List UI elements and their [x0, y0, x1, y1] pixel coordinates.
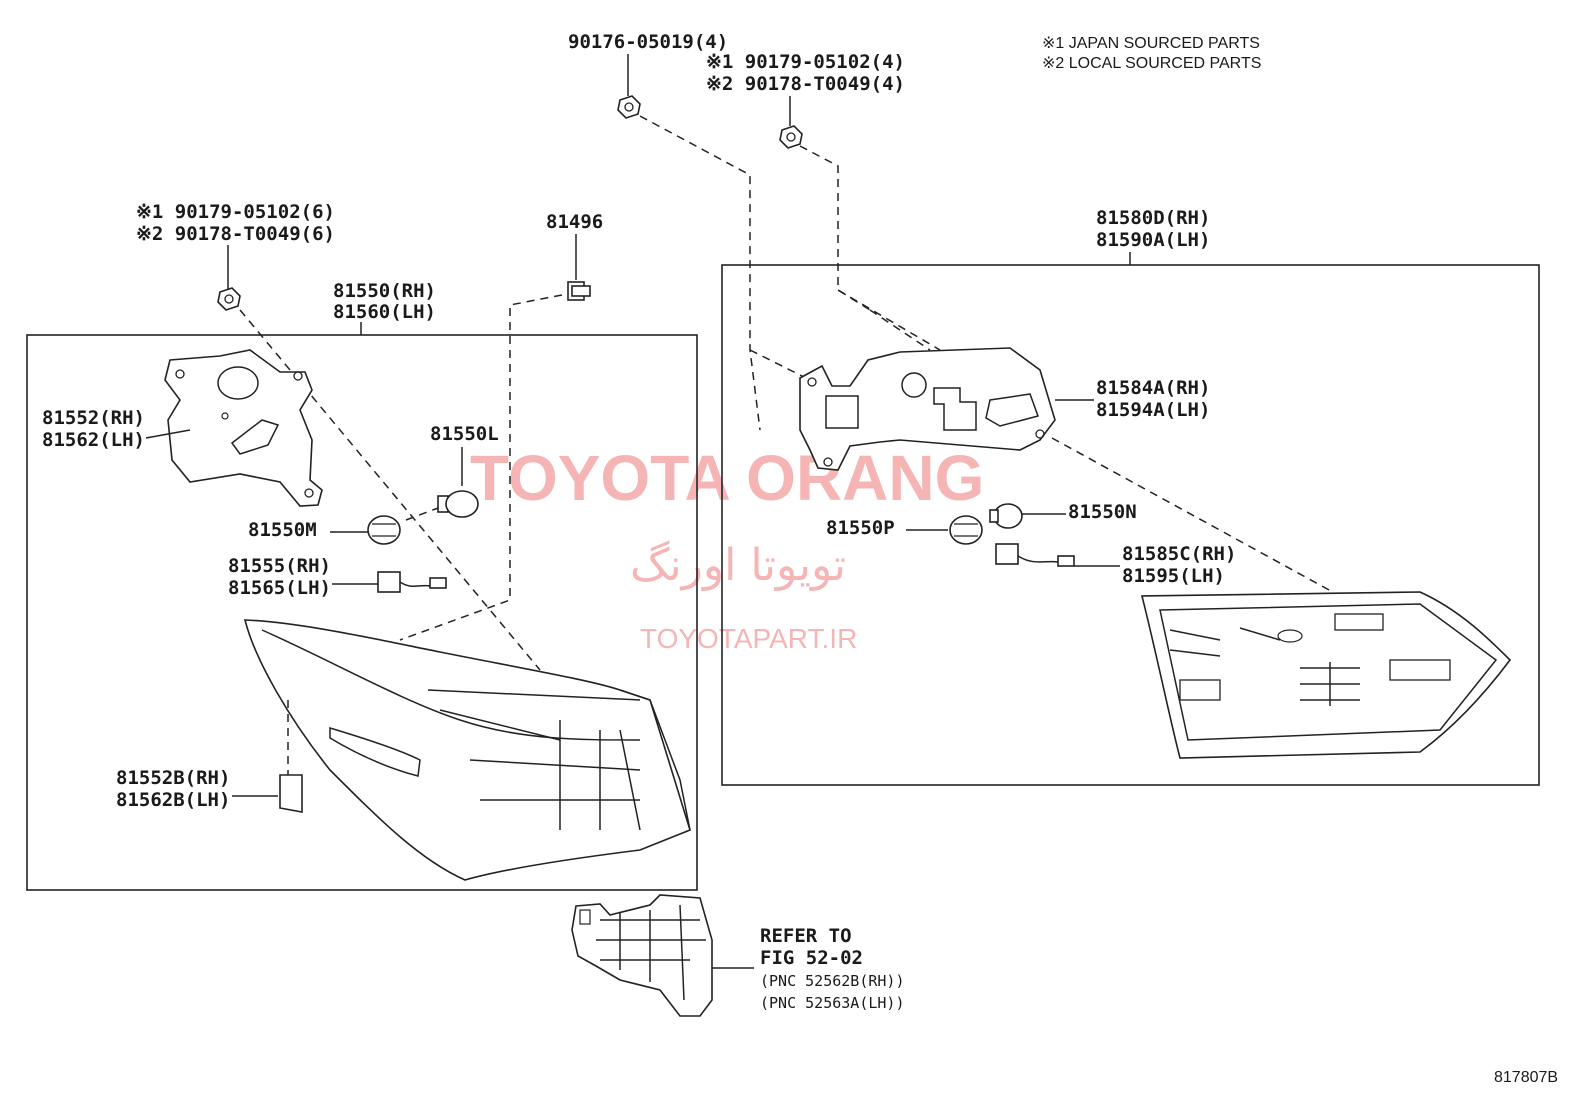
retainer-bracket-52562B	[571, 894, 713, 1017]
bulb-icon-81550L	[437, 490, 479, 518]
label-81585C-rh: 81585C(RH)	[1122, 543, 1236, 565]
label-81560-lh: 81560(LH)	[333, 301, 436, 323]
watermark-farsi: تویوتا اورنگ	[630, 540, 846, 591]
tail-lamp-lens-right	[1140, 591, 1512, 759]
nut-icon-top	[779, 125, 803, 149]
label-81562-lh: 81562(LH)	[42, 429, 145, 451]
label-90178-top: ※2 90178-T0049(4)	[706, 73, 905, 95]
label-81552B-rh: 81552B(RH)	[116, 767, 230, 789]
label-81562B-lh: 81562B(LH)	[116, 789, 230, 811]
socket-icon-81550P	[949, 515, 983, 545]
label-81552-rh: 81552(RH)	[42, 407, 145, 429]
gasket-81552B	[279, 774, 303, 813]
label-81584A-rh: 81584A(RH)	[1096, 377, 1210, 399]
nut-icon-90176	[617, 95, 641, 119]
wire-harness-icon-81555	[377, 571, 447, 593]
clip-icon-81496	[567, 281, 591, 301]
refer-line-2: FIG 52-02	[760, 947, 863, 969]
label-90179-top: ※1 90179-05102(4)	[706, 51, 905, 73]
watermark-site: TOYOTAPART.IR	[640, 623, 857, 654]
label-81550P: 81550P	[826, 517, 895, 539]
tail-lamp-lens-left	[243, 619, 691, 881]
note-local: ※2 LOCAL SOURCED PARTS	[1042, 55, 1261, 72]
wire-harness-icon-81585C	[995, 543, 1075, 567]
bracket-plate-81584A	[799, 347, 1056, 471]
label-81550M: 81550M	[248, 519, 317, 541]
label-90179-left: ※1 90179-05102(6)	[136, 201, 335, 223]
label-81550-rh: 81550(RH)	[333, 280, 436, 302]
label-81565-lh: 81565(LH)	[228, 577, 331, 599]
label-81550L: 81550L	[430, 423, 499, 445]
label-90176: 90176-05019(4)	[568, 31, 728, 53]
bulb-icon-81550N	[989, 503, 1023, 529]
label-81555-rh: 81555(RH)	[228, 555, 331, 577]
label-81590A-lh: 81590A(LH)	[1096, 229, 1210, 251]
refer-line-3: (PNC 52562B(RH))	[760, 972, 905, 990]
label-81496: 81496	[546, 211, 603, 233]
label-81550N: 81550N	[1068, 501, 1137, 523]
label-81595-lh: 81595(LH)	[1122, 565, 1225, 587]
socket-icon-81550M	[367, 515, 401, 545]
note-japan: ※1 JAPAN SOURCED PARTS	[1042, 35, 1260, 52]
label-90178-left: ※2 90178-T0049(6)	[136, 223, 335, 245]
label-81580D-rh: 81580D(RH)	[1096, 207, 1210, 229]
refer-line-4: (PNC 52563A(LH))	[760, 994, 905, 1012]
figure-code: 817807B	[1494, 1069, 1558, 1086]
watermark: TOYOTA ORANG تویوتا اورنگ TOYOTAPART.IR	[470, 442, 984, 654]
watermark-title: TOYOTA ORANG	[470, 442, 984, 514]
nut-icon-left	[217, 287, 241, 311]
bracket-plate-81552	[164, 349, 323, 507]
refer-line-1: REFER TO	[760, 925, 852, 947]
left-assembly-box	[26, 334, 698, 891]
label-81594A-lh: 81594A(LH)	[1096, 399, 1210, 421]
